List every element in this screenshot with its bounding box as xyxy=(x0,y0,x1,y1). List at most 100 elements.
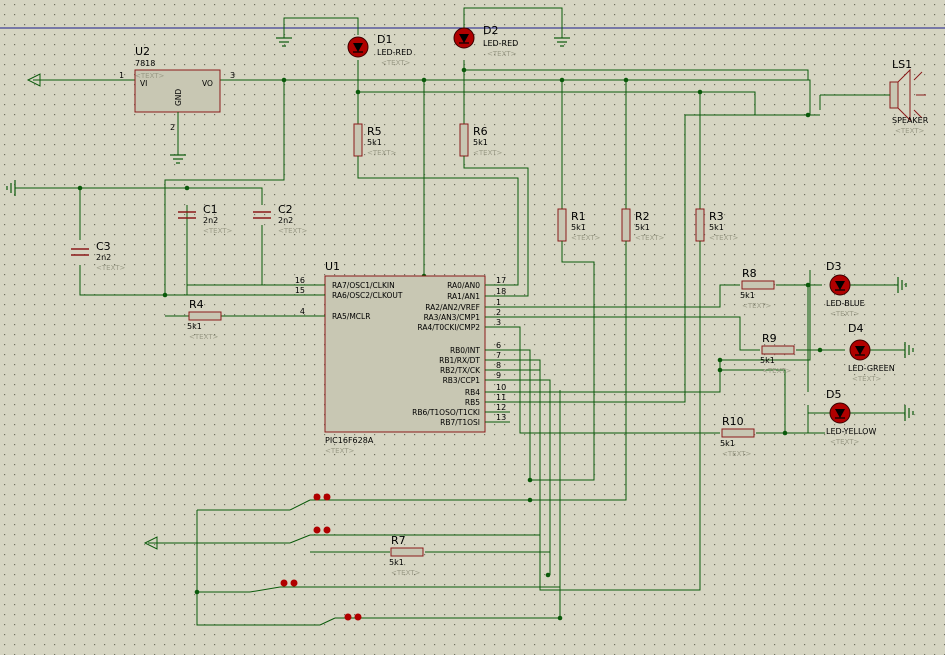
led-value: LED-RED xyxy=(483,39,518,48)
speaker-ls1[interactable]: LS1 SPEAKER <TEXT> xyxy=(819,58,929,135)
resistor-ref: R10 xyxy=(722,415,744,428)
capacitor-text: <TEXT> xyxy=(203,227,233,235)
resistor-text: <TEXT> xyxy=(722,450,752,458)
resistor-value: 5k1 xyxy=(635,223,650,232)
ground-left-icon xyxy=(6,180,16,196)
led-ref: D4 xyxy=(848,322,863,335)
switch-contacts xyxy=(280,493,362,621)
mcu-pin-number: 12 xyxy=(496,403,506,412)
resistor-r9[interactable]: R9 5k1 <TEXT> xyxy=(760,332,795,375)
resistor-ref: R6 xyxy=(473,125,488,138)
mcu-pin-7[interactable]: RB1/RX/DT7 xyxy=(439,351,510,365)
mcu-pin-4[interactable]: RA5/MCLR 4 xyxy=(300,307,371,321)
led-text: <TEXT> xyxy=(487,50,517,58)
mcu-pin-number: 11 xyxy=(496,393,506,402)
resistor-value: 5k1 xyxy=(720,439,735,448)
mcu-pin-8[interactable]: RB2/TX/CK8 xyxy=(440,361,510,375)
mcu-pin-number: 3 xyxy=(496,318,501,327)
mcu-pin-11[interactable]: RB5 11 xyxy=(465,393,510,407)
mcu-pin-number: 4 xyxy=(300,307,305,316)
speaker-ref: LS1 xyxy=(892,58,912,71)
resistor-text: <TEXT> xyxy=(635,234,665,242)
mcu-pin-name: RB0/INT xyxy=(450,346,480,355)
mcu-pin-number: 10 xyxy=(496,383,506,392)
mcu-pin-1[interactable]: RA2/AN2/VREF 1 xyxy=(425,298,510,312)
mcu-pin-10[interactable]: RB4 10 xyxy=(465,383,510,397)
mcu-part: PIC16F628A xyxy=(325,436,374,445)
capacitor-value: 2n2 xyxy=(96,253,111,262)
switch-1 xyxy=(289,499,311,511)
mcu-ref: U1 xyxy=(325,260,340,273)
mcu-pin-name: RA5/MCLR xyxy=(332,312,370,321)
wire-junctions xyxy=(77,67,823,621)
resistor-ref: R2 xyxy=(635,210,650,223)
capacitor-text: <TEXT> xyxy=(96,264,126,272)
resistor-value: 5k1 xyxy=(760,356,775,365)
mcu-pin-name: RB5 xyxy=(465,398,480,407)
mcu-pin-name: RB6/T1OSO/T1CKI xyxy=(412,408,480,417)
input-terminal[interactable] xyxy=(26,73,41,87)
resistor-value: 5k1 xyxy=(709,223,724,232)
mcu-text: <TEXT> xyxy=(325,447,355,455)
mcu-pin-name: RB4 xyxy=(465,388,480,397)
mcu-pin-number: 16 xyxy=(295,276,305,285)
mcu-pin-number: 1 xyxy=(496,298,501,307)
mcu-pin-name: RB7/T1OSI xyxy=(440,418,480,427)
mcu-u1[interactable]: U1 PIC16F628A <TEXT> RA7/OSC1/CLKIN16RA6… xyxy=(295,260,510,455)
mcu-pin-number: 13 xyxy=(496,413,506,422)
resistor-r10[interactable]: R10 5k1 <TEXT> xyxy=(720,415,755,458)
led-ref: D1 xyxy=(377,33,392,46)
mcu-pin-name: RA2/AN2/VREF xyxy=(425,303,480,312)
resistor-text: <TEXT> xyxy=(473,149,503,157)
resistor-value: 5k1 xyxy=(571,223,586,232)
switches[interactable] xyxy=(249,499,336,626)
regulator-pin1: 1 xyxy=(119,71,124,80)
resistor-ref: R9 xyxy=(762,332,777,345)
led-text: <TEXT> xyxy=(381,59,411,67)
speaker-value: SPEAKER xyxy=(892,116,929,125)
mcu-pin-number: 6 xyxy=(496,341,501,350)
ground-symbols xyxy=(6,37,914,421)
mcu-pin-13[interactable]: RB7/T1OSI 13 xyxy=(440,413,510,427)
output-terminal[interactable] xyxy=(143,536,158,550)
resistor-text: <TEXT> xyxy=(762,367,792,375)
led-value: LED-BLUE xyxy=(826,299,865,308)
resistor-value: 5k1 xyxy=(473,138,488,147)
speaker-text: <TEXT> xyxy=(895,127,925,135)
regulator-value: 7818 xyxy=(135,59,155,68)
regulator-u2[interactable]: U2 7818 <TEXT> VI VO GND 1 2 3 xyxy=(119,45,235,155)
resistor-ref: R1 xyxy=(571,210,586,223)
capacitor-value: 2n2 xyxy=(278,216,293,225)
mcu-pin-name: RA0/AN0 xyxy=(447,281,480,290)
mcu-pin-number: 15 xyxy=(295,286,305,295)
mcu-pin-6[interactable]: RB0/INT 6 xyxy=(450,341,510,355)
mcu-pin-12[interactable]: RB6/T1OSO/T1CKI 12 xyxy=(412,403,510,417)
mcu-pin-number: 2 xyxy=(496,308,501,317)
resistor-value: 5k1 xyxy=(367,138,382,147)
mcu-pin-number: 18 xyxy=(496,287,506,296)
